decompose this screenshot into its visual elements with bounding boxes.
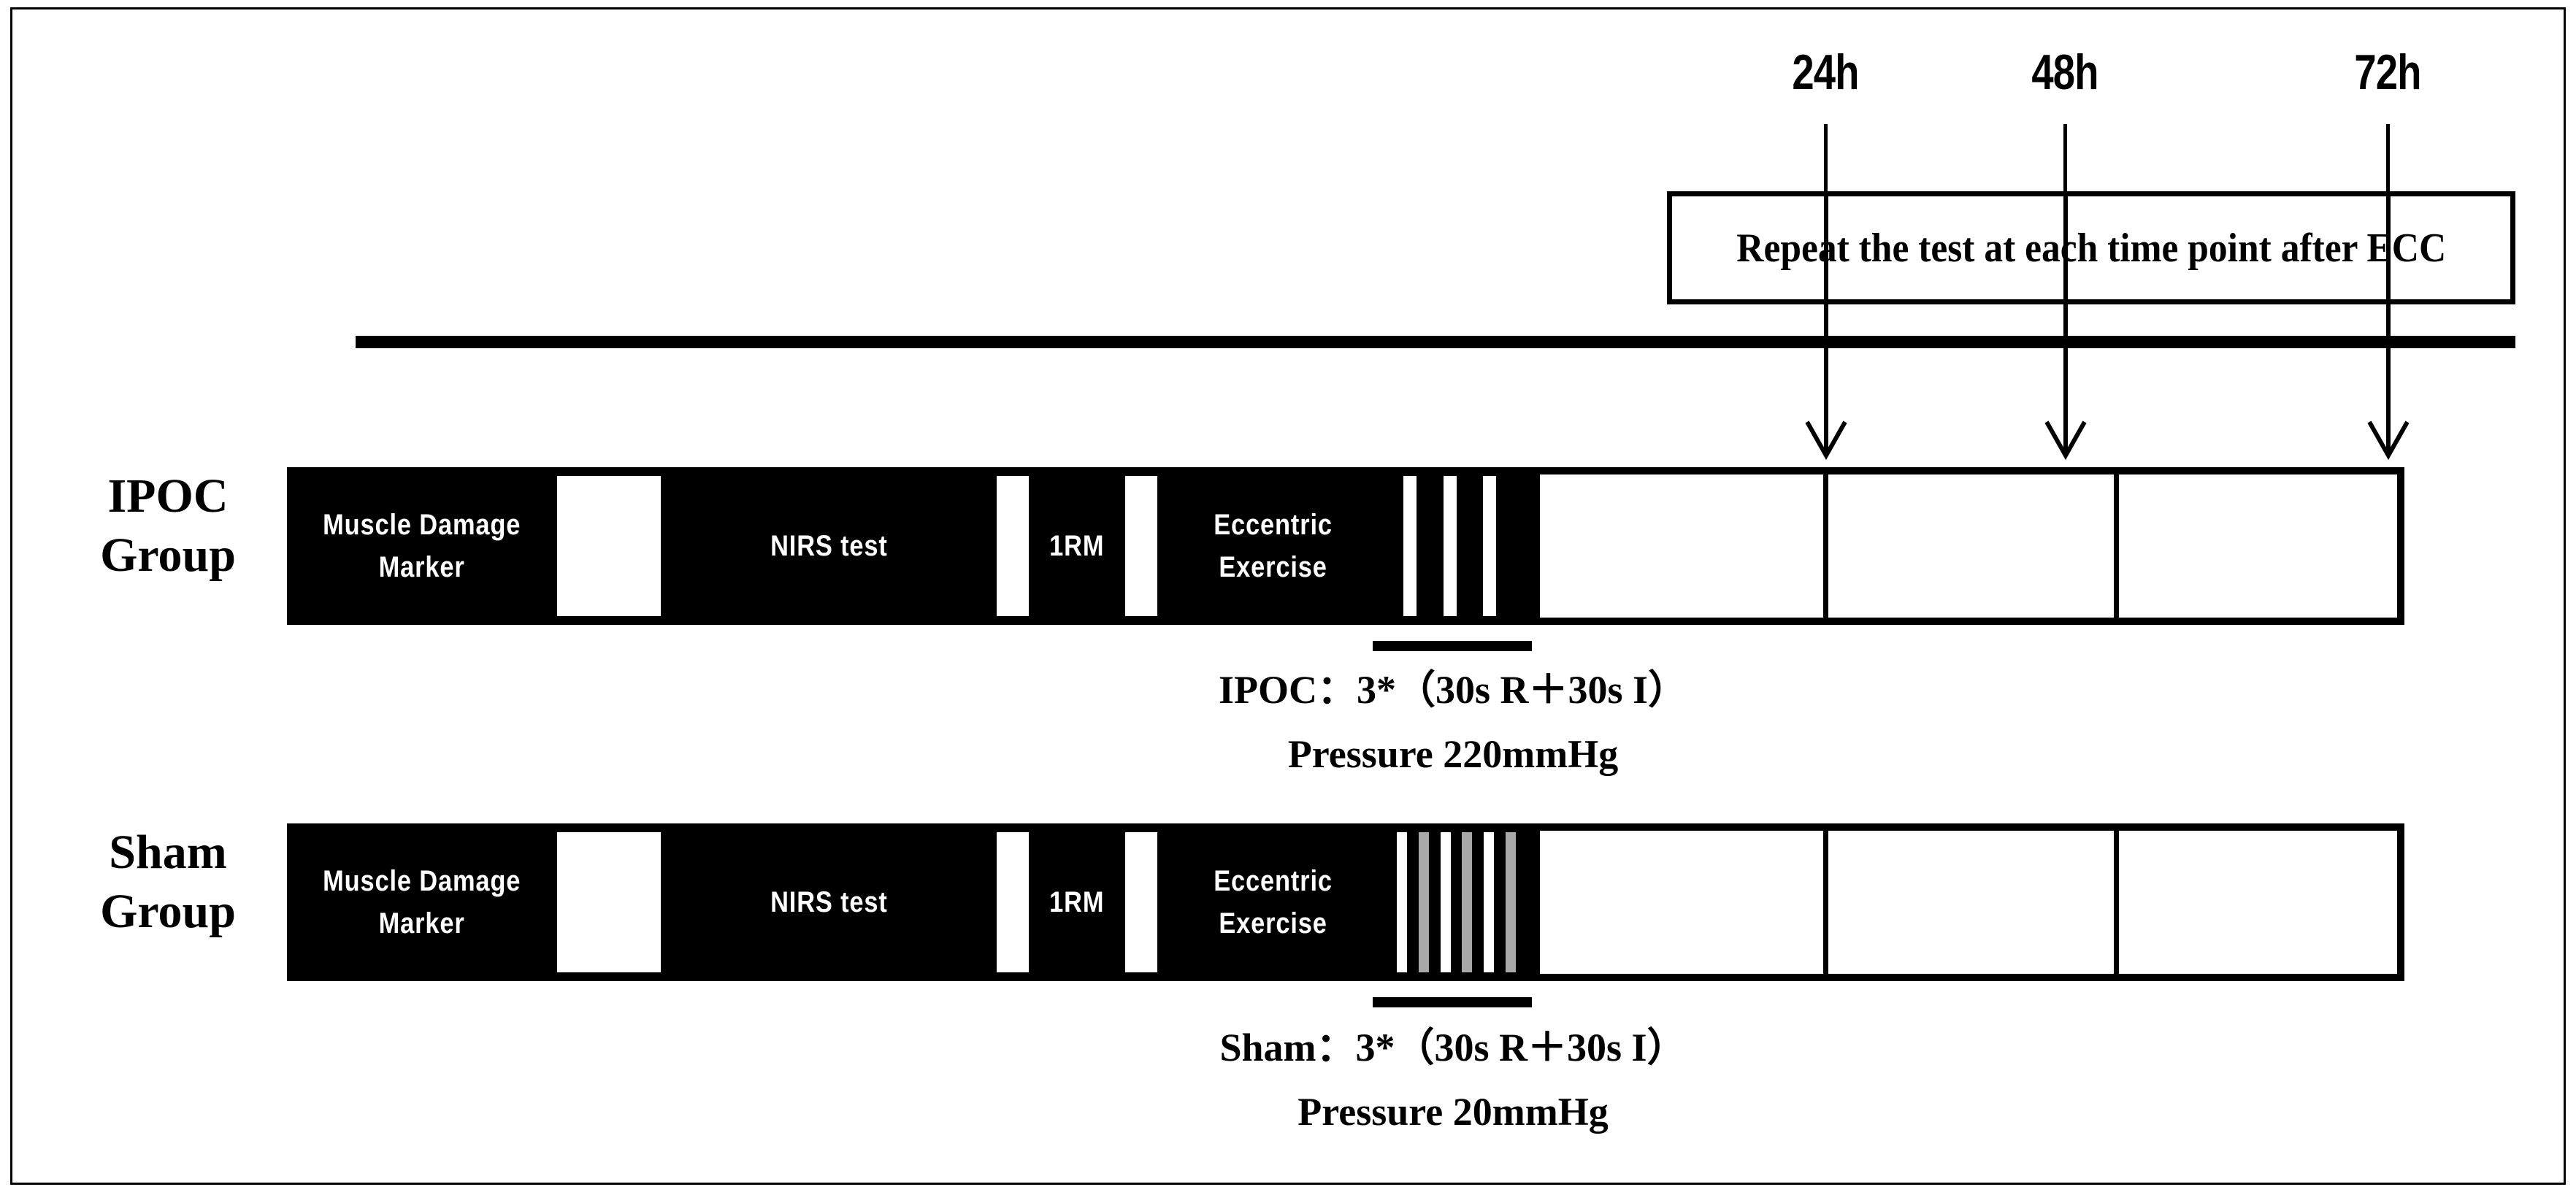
gap-fill xyxy=(1125,476,1157,616)
timepoint-label-48h: 48h xyxy=(2031,45,2098,100)
segment-label: Eccentric Exercise xyxy=(1214,509,1333,583)
timepoint-arrow-head-24h xyxy=(1805,420,1847,460)
main-timeline xyxy=(356,336,2515,348)
segment-label: Eccentric Exercise xyxy=(1214,865,1333,940)
timepoint-arrow-shaft-48h xyxy=(2063,193,2068,453)
segment-gap-3-ipoc xyxy=(1125,467,1157,625)
timepoint-tick-48h xyxy=(2063,124,2067,193)
segment-nirs-test-ipoc: NIRS test xyxy=(661,467,997,625)
followup-cell-72h-sham xyxy=(2114,831,2404,974)
segment-eccentric-exercise-sham: Eccentric Exercise xyxy=(1157,823,1389,981)
occlusion-stripe xyxy=(1419,832,1429,972)
gap-fill xyxy=(557,476,661,616)
occlusion-stripe xyxy=(1484,832,1494,972)
segment-gap-1-sham xyxy=(557,823,661,981)
gap-fill xyxy=(557,832,661,972)
segment-nirs-test-sham: NIRS test xyxy=(661,823,997,981)
caption-rule-sham xyxy=(1373,997,1532,1007)
caption-ipoc-protocol: IPOC：3*（30s R＋30s I） xyxy=(1218,668,1688,712)
group-label-sham-line1: Sham xyxy=(109,826,227,879)
timepoint-arrow-shaft-72h xyxy=(2386,193,2391,453)
segment-gap-2-ipoc xyxy=(997,467,1029,625)
occlusion-stripe xyxy=(1462,832,1472,972)
followup-cell-24h-ipoc xyxy=(1533,474,1823,618)
protocol-bar-sham: Muscle Damage Marker NIRS test 1RM Eccen… xyxy=(287,823,2404,981)
caption-sham-protocol: Sham：3*（30s R＋30s I） xyxy=(1219,1026,1687,1069)
segment-label: 1RM xyxy=(1049,530,1105,562)
timepoint-label-24h: 24h xyxy=(1792,45,1859,100)
segment-muscle-damage-marker-sham: Muscle Damage Marker xyxy=(287,823,557,981)
segment-gap-2-sham xyxy=(997,823,1029,981)
occlusion-stripe xyxy=(1506,832,1516,972)
occlusion-stripe xyxy=(1483,476,1496,616)
occlusion-stripe xyxy=(1444,476,1457,616)
segment-gap-3-sham xyxy=(1125,823,1157,981)
group-label-sham-line2: Group xyxy=(100,884,236,938)
timepoint-arrow-head-48h xyxy=(2044,420,2087,460)
segment-muscle-damage-marker-ipoc: Muscle Damage Marker xyxy=(287,467,557,625)
followup-cell-48h-sham xyxy=(1823,831,2114,974)
group-label-sham: Sham Group xyxy=(47,823,288,941)
occlusion-stripe xyxy=(1403,476,1417,616)
caption-ipoc-pressure: Pressure 220mmHg xyxy=(1287,732,1619,776)
segment-label: Muscle Damage Marker xyxy=(323,509,521,583)
segment-1rm-ipoc: 1RM xyxy=(1029,467,1125,625)
followup-cell-48h-ipoc xyxy=(1823,474,2114,618)
group-label-ipoc-line2: Group xyxy=(100,528,236,582)
followup-cell-72h-ipoc xyxy=(2114,474,2404,618)
repeat-test-box: Repeat the test at each time point after… xyxy=(1667,191,2515,304)
gap-fill xyxy=(997,476,1029,616)
timepoint-arrow-head-72h xyxy=(2367,420,2410,460)
timepoint-tick-72h xyxy=(2386,124,2390,193)
segment-label: 1RM xyxy=(1049,886,1105,918)
segment-label: NIRS test xyxy=(770,530,888,562)
stripe-block-ipoc xyxy=(1389,467,1533,625)
protocol-bar-ipoc: Muscle Damage Marker NIRS test 1RM Eccen… xyxy=(287,467,2404,625)
occlusion-stripe xyxy=(1397,832,1407,972)
segment-1rm-sham: 1RM xyxy=(1029,823,1125,981)
stripe-block-sham xyxy=(1389,823,1533,981)
repeat-test-text: Repeat the test at each time point after… xyxy=(1736,225,2446,271)
segment-eccentric-exercise-ipoc: Eccentric Exercise xyxy=(1157,467,1389,625)
timepoint-tick-24h xyxy=(1824,124,1828,193)
group-label-ipoc-line1: IPOC xyxy=(107,469,229,523)
followup-cells-sham xyxy=(1533,823,2404,981)
caption-rule-ipoc xyxy=(1373,641,1532,651)
gap-fill xyxy=(997,832,1029,972)
caption-sham-pressure: Pressure 20mmHg xyxy=(1297,1090,1609,1134)
timepoint-arrow-shaft-24h xyxy=(1824,193,1828,453)
segment-label: Muscle Damage Marker xyxy=(323,865,521,940)
timepoint-label-72h: 72h xyxy=(2354,45,2421,100)
segment-label: NIRS test xyxy=(770,886,888,918)
segment-gap-1-ipoc xyxy=(557,467,661,625)
occlusion-stripe xyxy=(1441,832,1451,972)
gap-fill xyxy=(1125,832,1157,972)
group-label-ipoc: IPOC Group xyxy=(47,467,288,585)
followup-cells-ipoc xyxy=(1533,467,2404,625)
followup-cell-24h-sham xyxy=(1533,831,1823,974)
